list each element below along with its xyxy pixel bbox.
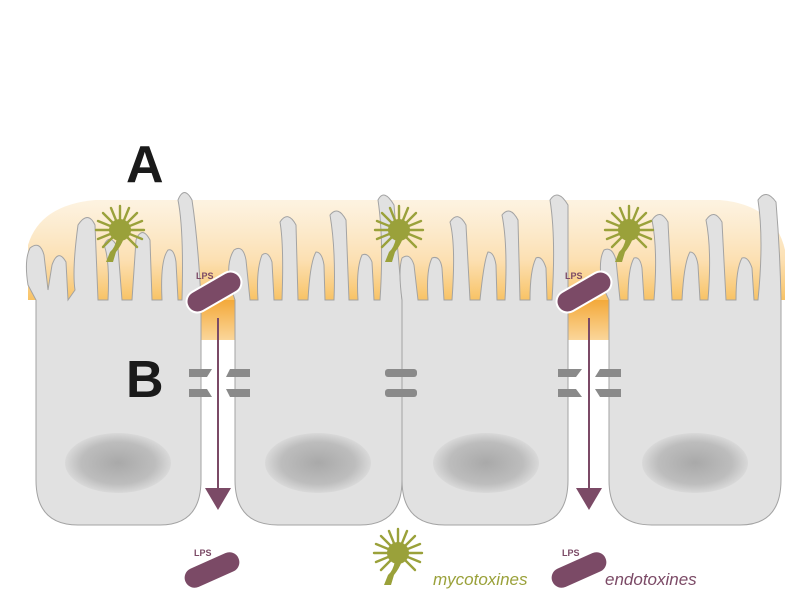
legend-endotoxins: endotoxines (605, 570, 697, 589)
mycotoxin-icon (372, 527, 424, 587)
epithelial-cell-4 (599, 194, 782, 526)
lps-label: LPS (196, 271, 214, 281)
lps-label: LPS (565, 271, 583, 281)
down-arrow-icon (205, 318, 231, 510)
tight-junction-left-disrupted (189, 369, 250, 397)
endotoxin-icon (179, 546, 245, 594)
legend-mycotoxins: mycotoxines (433, 570, 528, 589)
tight-junction-intact (385, 369, 417, 397)
lps-label: LPS (194, 548, 212, 558)
legend: mycotoxines LPS endotoxines (372, 527, 697, 594)
down-arrow-icon (576, 318, 602, 510)
epithelial-cell-3 (399, 194, 569, 526)
epithelial-cell-1 (25, 192, 202, 526)
section-label-a: A (126, 136, 164, 194)
tight-junction-right-disrupted (558, 369, 621, 397)
lps-label: LPS (562, 548, 580, 558)
section-label-b: B (126, 351, 164, 409)
